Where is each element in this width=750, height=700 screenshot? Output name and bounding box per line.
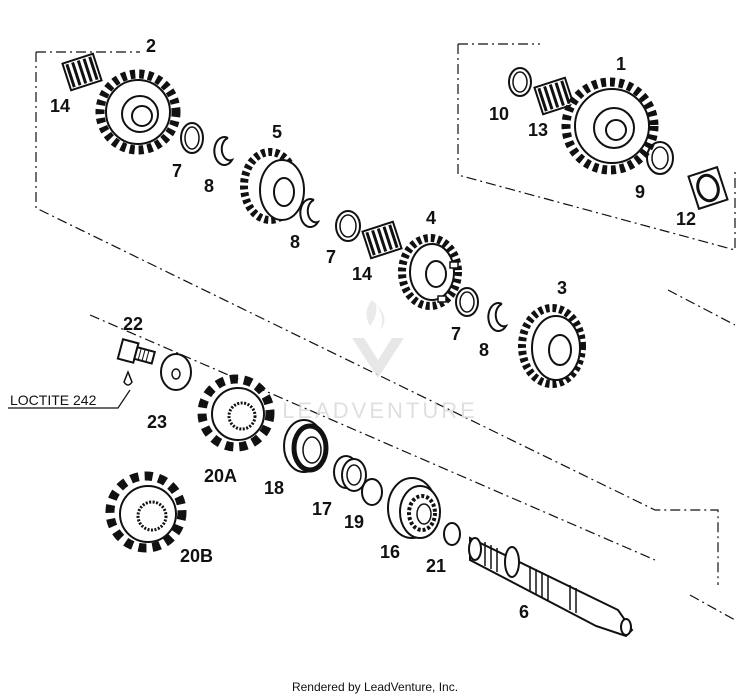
callout-5: 5 [272,122,282,142]
part-7-washer-b [335,210,361,242]
callout-7-b: 7 [326,247,336,267]
part-16-bearing [387,477,441,539]
callout-9: 9 [635,182,645,202]
part-19-o-ring [361,478,383,506]
callout-8-b: 8 [290,232,300,252]
callout-22: 22 [123,314,143,334]
part-21-o-ring [443,522,461,546]
callout-14-b: 14 [352,264,372,284]
callout-13: 13 [528,120,548,140]
callout-labels: 2 14 7 8 5 8 7 14 4 3 7 8 1 10 13 9 12 2… [50,36,696,622]
callout-7-a: 7 [172,161,182,181]
part-20a-sprocket [197,374,275,452]
part-3-gear [518,304,586,388]
callout-2: 2 [146,36,156,56]
callout-8-c: 8 [479,340,489,360]
callout-16: 16 [380,542,400,562]
part-22-bolt [116,338,157,365]
loctite-note: LOCTITE 242 [8,389,131,409]
part-10-washer [508,67,532,97]
part-17-spacer [333,455,367,492]
callout-20b: 20B [180,546,213,566]
callout-18: 18 [264,478,284,498]
callout-17: 17 [312,499,332,519]
callout-23: 23 [147,412,167,432]
part-12-bearing [687,165,729,211]
part-1-gear [561,77,659,175]
part-14-needle-bearing-b [360,220,404,260]
callout-6: 6 [519,602,529,622]
part-7-washer-a [180,122,204,154]
part-8-circlip-a [213,136,235,167]
callout-14-a: 14 [50,96,70,116]
loctite-label: LOCTITE 242 [10,392,97,408]
watermark-text: LEADVENTURE [282,398,478,423]
callout-10: 10 [489,104,509,124]
part-23-washer [160,353,192,391]
loctite-drop-icon [123,369,133,386]
part-7-washer-c [455,287,479,317]
part-8-circlip-c [487,302,509,333]
callout-3: 3 [557,278,567,298]
callout-19: 19 [344,512,364,532]
part-4-gear [398,234,462,310]
part-14-needle-bearing-a [60,52,104,92]
callout-20a: 20A [204,466,237,486]
callout-7-c: 7 [451,324,461,344]
part-9-washer [646,141,674,175]
part-5-gear [240,148,305,224]
render-credit: Rendered by LeadVenture, Inc. [291,680,459,694]
callout-4: 4 [426,208,436,228]
watermark: LEADVENTURE [282,300,478,423]
callout-21: 21 [426,556,446,576]
callout-12: 12 [676,209,696,229]
part-18-seal [283,419,329,473]
callout-1: 1 [616,54,626,74]
part-20b-sprocket [105,471,187,553]
part-2-gear [95,69,181,155]
callout-8-a: 8 [204,176,214,196]
part-6-shaft [468,536,634,638]
part-8-circlip-b [299,198,321,229]
